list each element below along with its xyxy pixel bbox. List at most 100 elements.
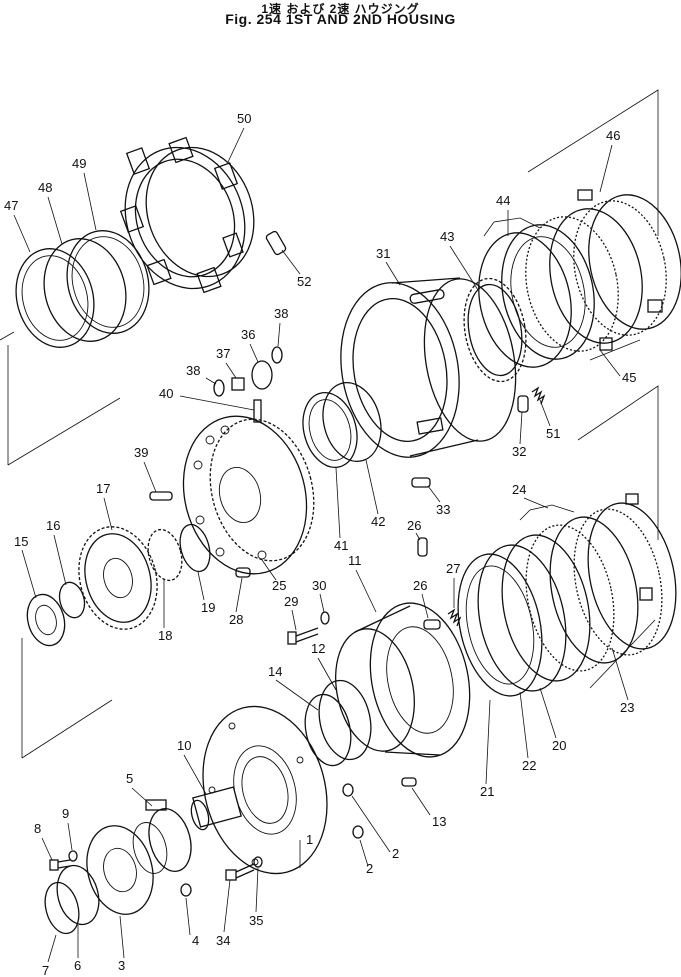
group-bracket-lines: [0, 89, 659, 759]
callout-label: 14: [268, 664, 282, 679]
part-51-spring: [531, 386, 546, 405]
callout-label: 32: [512, 444, 526, 459]
callout-label: 19: [201, 600, 215, 615]
callout-label: 20: [552, 738, 566, 753]
part-33-pin: [411, 477, 431, 488]
callout-label: 38: [274, 306, 288, 321]
callout-label: 4: [192, 933, 199, 948]
callout-label: 9: [62, 806, 69, 821]
callout-label: 10: [177, 738, 191, 753]
callout-label: 27: [446, 561, 460, 576]
callout-label: 6: [74, 958, 81, 973]
callout-label: 26: [413, 578, 427, 593]
callout-label: 45: [622, 370, 636, 385]
callout-label: 16: [46, 518, 60, 533]
part-50-carrier: [119, 136, 255, 294]
callout-label: 28: [229, 612, 243, 627]
part-11-housing: [335, 602, 471, 758]
part-38-washers: [213, 346, 283, 397]
part-29-bolt: [287, 627, 319, 645]
part-17-gear: [78, 526, 158, 630]
part-27-spring: [447, 608, 462, 627]
callout-label: 46: [606, 128, 620, 143]
part-47-48-49-rings: [15, 230, 150, 348]
callout-label: 15: [14, 534, 28, 549]
part-34-bolt: [225, 863, 255, 881]
part-19-snap-ring: [179, 523, 211, 573]
part-4-plug: [180, 883, 192, 897]
part-13-pin: [401, 777, 417, 787]
part-30-washer: [320, 611, 330, 625]
callout-label: 34: [216, 933, 230, 948]
callout-label: 41: [334, 538, 348, 553]
callout-label: 51: [546, 426, 560, 441]
part-39-pin: [149, 491, 173, 501]
figure-title: Fig. 254 1ST AND 2ND HOUSING: [225, 11, 456, 27]
part-37-bushing: [231, 377, 245, 391]
callout-label: 29: [284, 594, 298, 609]
callout-label: 26: [407, 518, 421, 533]
callout-label: 47: [4, 198, 18, 213]
part-15-bearing: [26, 593, 66, 647]
callout-label: 8: [34, 821, 41, 836]
part-16-snap-ring: [58, 581, 86, 619]
callout-label: 35: [249, 913, 263, 928]
part-12-sleeve: [318, 679, 372, 761]
figure-title-japanese: 1速 および 2速 ハウジング: [261, 2, 420, 16]
callout-label: 25: [272, 578, 286, 593]
callout-label: 38: [186, 363, 200, 378]
part-35-washer: [253, 856, 263, 868]
callout-label: 11: [348, 553, 362, 568]
part-18-sun-gear: [147, 528, 183, 582]
callout-label: 24: [512, 482, 526, 497]
part-43-splined-hub: [463, 277, 527, 383]
callout-label: 37: [216, 346, 230, 361]
part-8-bolt: [49, 859, 71, 871]
callout-label: 40: [159, 386, 173, 401]
callout-label: 22: [522, 758, 536, 773]
part-41-42-seal-rings: [302, 382, 382, 468]
part-25-planet-carrier: [182, 415, 315, 575]
part-26-pins: [417, 537, 441, 630]
part-44-46-plate-pack: [478, 189, 681, 368]
callout-label: 50: [237, 111, 251, 126]
callout-label: 12: [311, 641, 325, 656]
callout-label: 23: [620, 700, 634, 715]
callout-label: 31: [376, 246, 390, 261]
part-3-flange: [86, 825, 154, 915]
callout-label: 17: [96, 481, 110, 496]
part-6-ring: [56, 864, 100, 926]
callout-label: 33: [436, 502, 450, 517]
callout-label: 39: [134, 445, 148, 460]
callout-label: 52: [297, 274, 311, 289]
callout-label: 30: [312, 578, 326, 593]
callout-label: 3: [118, 958, 125, 973]
part-32-pin: [517, 395, 529, 413]
callout-label: 49: [72, 156, 86, 171]
part-20-24-plate-pack: [457, 493, 677, 697]
callout-label: 18: [158, 628, 172, 643]
callout-label: 43: [440, 229, 454, 244]
callout-label: 36: [241, 327, 255, 342]
part-28-pin: [235, 567, 251, 578]
callout-labels: 1 2 2 3 4 5 6 7 8 9 10 11 12 13 14 15 16…: [4, 111, 636, 977]
part-10-tube: [190, 786, 242, 831]
callout-label: 44: [496, 193, 510, 208]
part-9-washer: [68, 850, 78, 862]
part-5-seal: [132, 799, 192, 874]
callout-label: 5: [126, 771, 133, 786]
part-1-cover: [202, 705, 328, 875]
part-36-pinion: [251, 360, 273, 390]
callout-label: 48: [38, 180, 52, 195]
callout-label: 1: [306, 832, 313, 847]
callout-label: 2: [366, 861, 373, 876]
callout-label: 42: [371, 514, 385, 529]
part-2-plugs: [342, 783, 364, 839]
part-31-housing: [340, 277, 517, 458]
callout-label: 21: [480, 784, 494, 799]
part-52-pin: [265, 230, 287, 256]
part-7-snap-ring: [44, 881, 80, 935]
callout-label: 13: [432, 814, 446, 829]
callout-label: 2: [392, 846, 399, 861]
